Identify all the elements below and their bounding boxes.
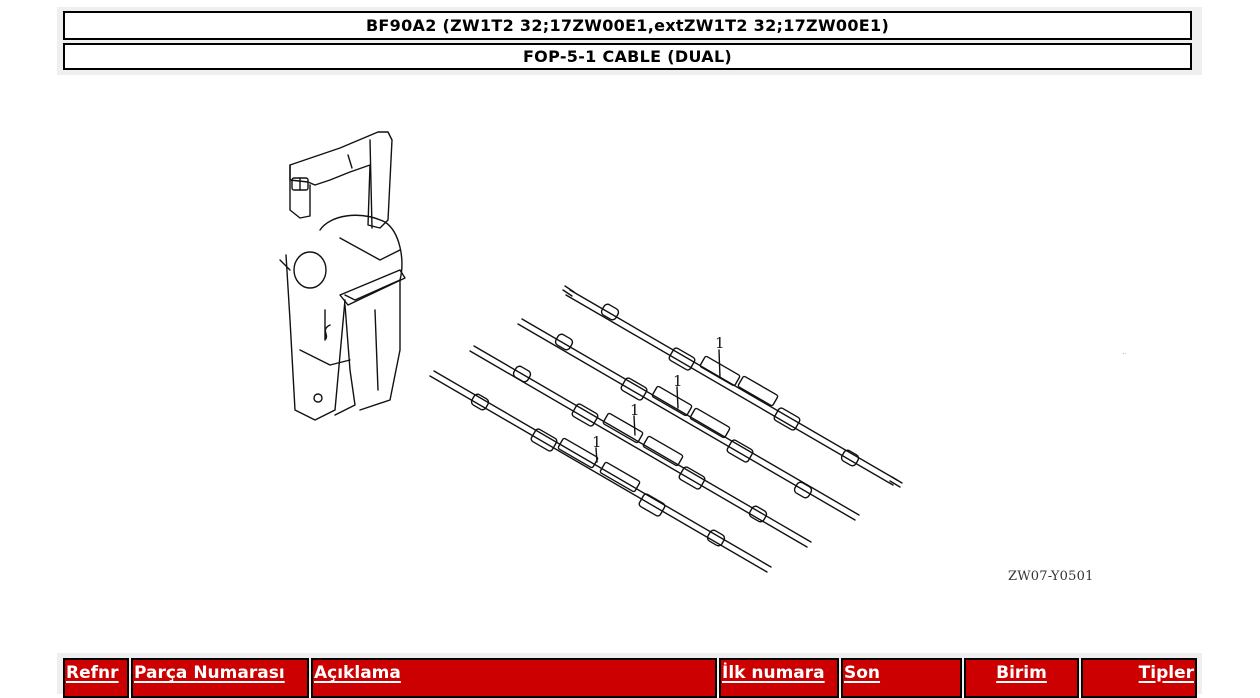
column-header-part-number[interactable]: Parça Numarası xyxy=(131,658,309,698)
model-title: BF90A2 (ZW1T2 32;17ZW00E1,extZW1T2 32;17… xyxy=(63,11,1192,40)
title-block: BF90A2 (ZW1T2 32;17ZW00E1,extZW1T2 32;17… xyxy=(57,7,1202,75)
column-header-first-serial[interactable]: İlk numara xyxy=(719,658,839,698)
column-header-description[interactable]: Açıklama xyxy=(311,658,717,698)
callout-1: 1 xyxy=(592,433,602,451)
diagram-reference-code: ZW07-Y0501 xyxy=(1008,569,1094,584)
sort-link-refnr[interactable]: Refnr xyxy=(66,663,119,683)
column-header-refnr[interactable]: Refnr xyxy=(63,658,129,698)
sort-link-last-serial[interactable]: Son xyxy=(844,663,881,683)
column-header-unit[interactable]: Birim xyxy=(964,658,1079,698)
section-title: FOP-5-1 CABLE (DUAL) xyxy=(63,43,1192,70)
callout-1: 1 xyxy=(715,334,725,352)
sort-link-description[interactable]: Açıklama xyxy=(314,663,401,683)
callout-1: 1 xyxy=(673,372,683,390)
cable-illustrations xyxy=(429,285,903,573)
column-header-last-serial[interactable]: Son xyxy=(841,658,962,698)
callout-1: 1 xyxy=(630,401,640,419)
stray-mark: .. xyxy=(1122,347,1128,356)
sort-link-first-serial[interactable]: İlk numara xyxy=(722,663,825,683)
column-header-types[interactable]: Tipler xyxy=(1081,658,1197,698)
parts-diagram: 1 1 1 1 xyxy=(260,110,1160,600)
sort-link-types[interactable]: Tipler xyxy=(1138,663,1194,683)
remote-control-box-illustration xyxy=(279,131,406,421)
sort-link-part-number[interactable]: Parça Numarası xyxy=(134,663,285,683)
sort-link-unit[interactable]: Birim xyxy=(996,663,1047,683)
